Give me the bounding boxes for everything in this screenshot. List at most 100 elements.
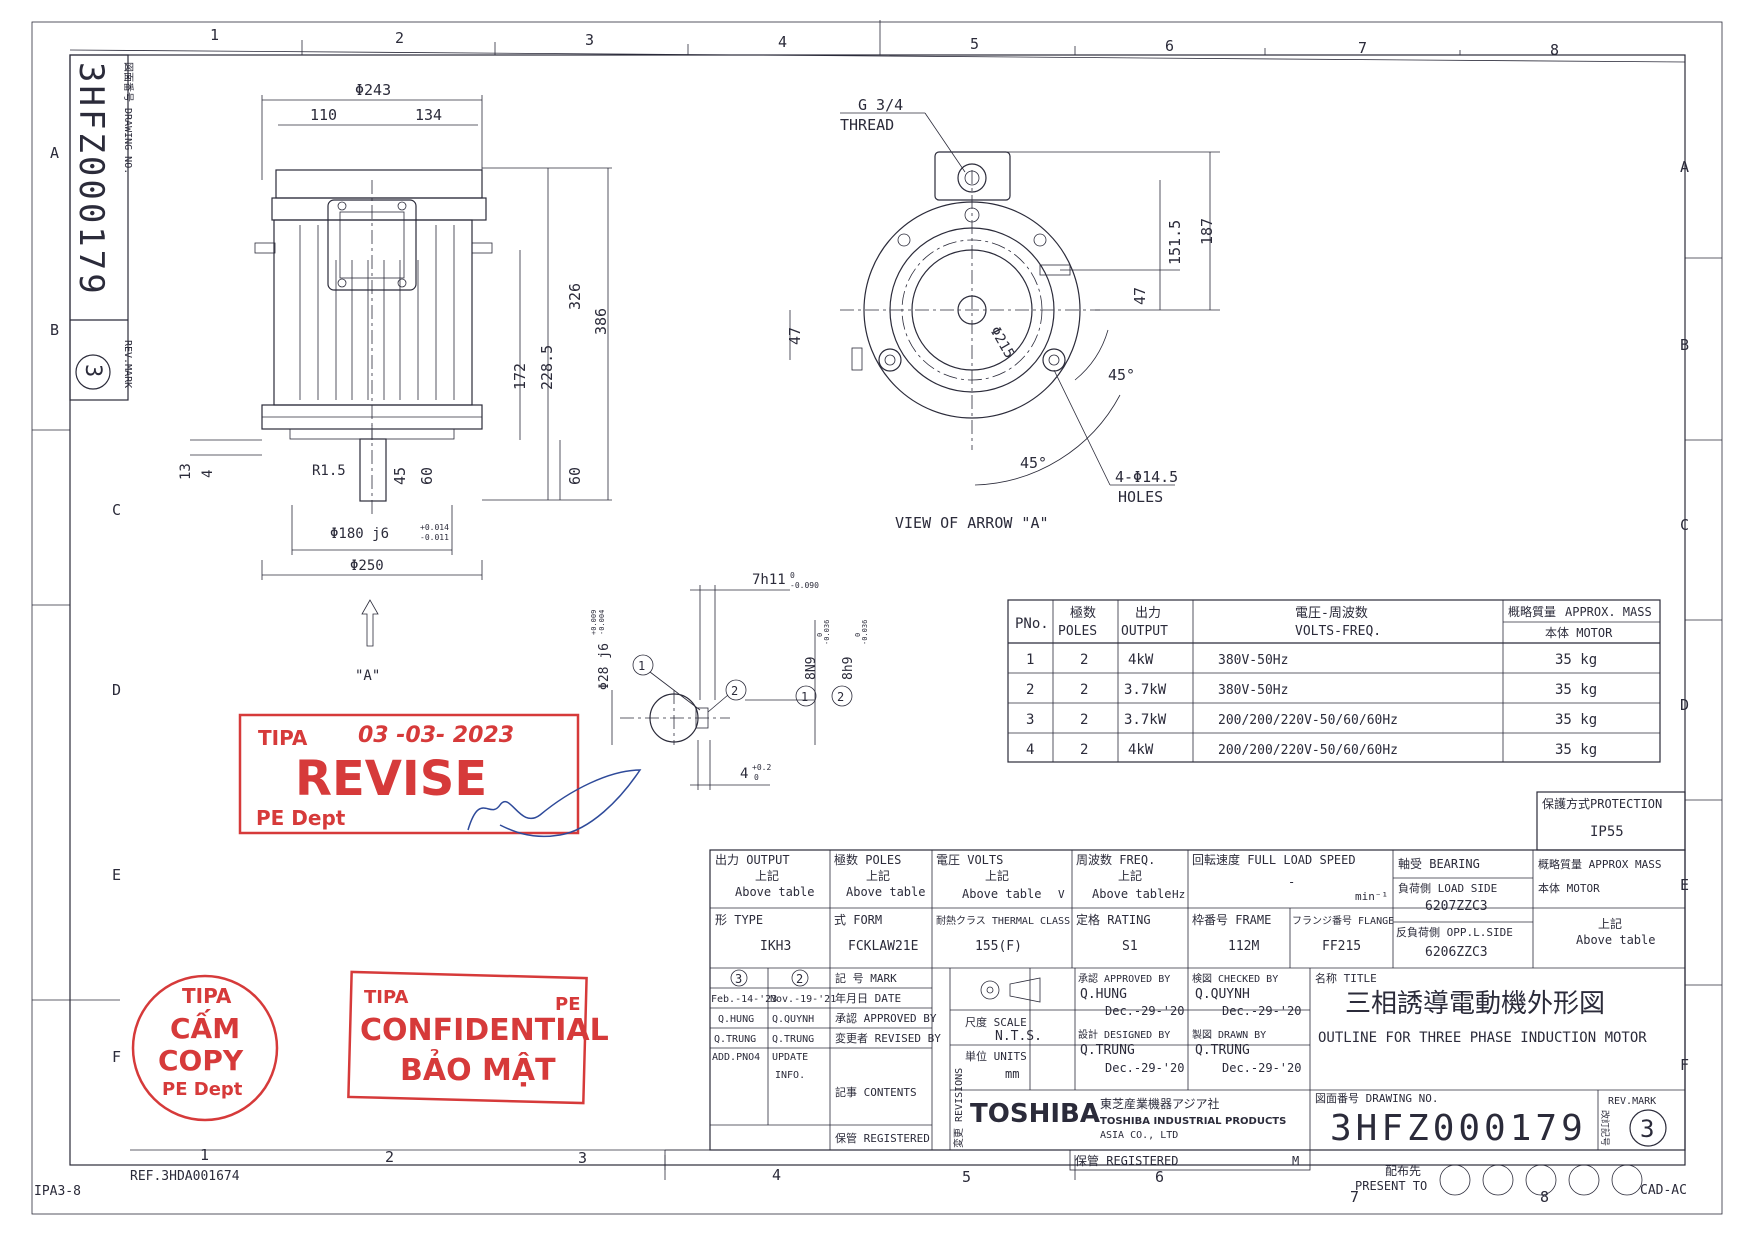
- slot-1-tol-top: 0: [816, 633, 824, 637]
- zone-right-a: A: [1680, 158, 1689, 176]
- mass-motor-label: 本体 MOTOR: [1538, 881, 1600, 895]
- volts-val2: Above table: [962, 887, 1041, 901]
- drawn-by-name: Q.TRUNG: [1195, 1043, 1250, 1058]
- rev3-date: Feb.-14-'23: [711, 994, 777, 1005]
- dwg-rev-value: 3: [1640, 1115, 1654, 1143]
- dim-spigot: Φ180 j6: [330, 526, 389, 542]
- angle-45-right: 45°: [1108, 366, 1135, 384]
- signature: [467, 769, 642, 837]
- zone-left-e: E: [112, 866, 121, 884]
- projection-symbol-icon: [980, 980, 1000, 1000]
- zone-left-c: C: [112, 501, 121, 519]
- mass-val1: 上記: [1598, 916, 1622, 931]
- drawn-by-date: Dec.-29-'20: [1222, 1061, 1301, 1075]
- checked-by-name: Q.QUYNH: [1195, 987, 1250, 1002]
- thread-label: THREAD: [840, 116, 894, 134]
- copy-stamp-l1: TIPA: [182, 984, 232, 1008]
- th-poles-jp: 極数: [1070, 605, 1096, 621]
- shaft-tol-top: +0.009: [590, 610, 598, 635]
- dim-47-right: 47: [1131, 287, 1149, 305]
- zone-top-1: 1: [210, 26, 219, 44]
- freq-label: 周波数 FREQ.: [1076, 852, 1155, 867]
- rev2-approved: Q.QUYNH: [772, 1014, 814, 1025]
- checked-by-label: 検図 CHECKED BY: [1192, 972, 1278, 985]
- poles-label: 極数 POLES: [834, 852, 901, 867]
- freq-unit: Hz: [1172, 888, 1185, 901]
- conf-line-1: CONFIDENTIAL: [360, 1013, 609, 1048]
- zone-bottom-4: 4: [772, 1166, 781, 1184]
- freq-val2: Above table: [1092, 887, 1171, 901]
- thermal-value: 155(F): [975, 939, 1022, 954]
- speed-val: -: [1288, 875, 1295, 889]
- row-3-pno: 3: [1026, 712, 1034, 728]
- output-label: 出力 OUTPUT: [715, 853, 790, 867]
- revise-stamp: TIPA 03 -03- 2023 REVISE PE Dept: [238, 713, 580, 835]
- rev3-approved: Q.HUNG: [718, 1014, 754, 1025]
- drawn-by-label: 製図 DRAWN BY: [1192, 1028, 1266, 1041]
- ref-number: REF.3HDA001674: [130, 1169, 240, 1184]
- row-4-pno: 4: [1026, 742, 1034, 758]
- no-copy-stamp: TIPA CẤM COPY PE Dept: [131, 974, 279, 1122]
- rev3-revised: Q.TRUNG: [714, 1034, 756, 1045]
- th-volts-jp: 電圧-周波数: [1295, 606, 1368, 621]
- footer: REF.3HDA001674 IPA3-8 CAD-AC: [34, 1169, 1687, 1199]
- table-row: 1 2 4kW 380V-50Hz 35 kg: [1026, 652, 1597, 668]
- zone-bottom-7: 7: [1350, 1188, 1359, 1206]
- revise-company: TIPA: [258, 726, 308, 750]
- dim-60-right: 60: [566, 467, 584, 485]
- company-en-1: TOSHIBA INDUSTRIAL PRODUCTS: [1100, 1116, 1286, 1127]
- title-block: 尺度 SCALE N.T.S. 単位 UNITS mm 承認 APPROVED …: [664, 968, 1685, 1196]
- dim-4: 4: [200, 470, 216, 478]
- dim-spigot-tol-top: +0.014: [420, 523, 449, 532]
- volts-label: 電圧 VOLTS: [936, 853, 1003, 867]
- zone-top-5: 5: [970, 35, 979, 53]
- units-label: 単位 UNITS: [965, 1049, 1027, 1063]
- zone-right-d: D: [1680, 696, 1689, 714]
- dwg-rev-label: REV.MARK: [1608, 1096, 1656, 1107]
- dim-d250: Φ250: [350, 558, 384, 574]
- confidential-stamp: TIPA PE CONFIDENTIAL BẢO MẬT: [347, 970, 609, 1105]
- zone-top-6: 6: [1165, 37, 1174, 55]
- row-3-output: 3.7kW: [1124, 712, 1167, 728]
- motor-front-view: 151.5 187 47 47 Φ215 45° 45° G 3/4 THREA…: [786, 96, 1220, 532]
- conf-line-2: BẢO MẬT: [400, 1049, 556, 1088]
- type-label: 形 TYPE: [715, 913, 763, 927]
- shaft-dia: Φ28 j6: [597, 643, 612, 690]
- th-poles-en: POLES: [1058, 624, 1097, 639]
- slot-2-tol-top: 0: [854, 633, 862, 637]
- th-pno: PNo.: [1015, 616, 1049, 632]
- zone-bottom-1: 1: [200, 1146, 209, 1164]
- slot-1-spec: 8N9: [804, 657, 819, 680]
- slot-1-marker: [632, 654, 654, 676]
- side-rev-circle: [75, 354, 111, 390]
- side-rev-mark: 3: [80, 364, 105, 377]
- dim-110: 110: [310, 106, 337, 124]
- depth: 4: [740, 766, 748, 782]
- type-value: IKH3: [760, 939, 791, 954]
- row-4-volts: 200/200/220V-50/60/60Hz: [1218, 743, 1398, 758]
- sheet-code: IPA3-8: [34, 1184, 81, 1199]
- th-mass-sub: 本体 MOTOR: [1545, 626, 1613, 640]
- revisions-side-label: 変更 REVISIONS: [952, 1068, 965, 1148]
- revision-table: 3 2 記 号 MARK Feb.-14-'23 Nov.-19-'21 年月日…: [710, 968, 965, 1150]
- row-1-volts: 380V-50Hz: [1218, 653, 1288, 668]
- row-3-volts: 200/200/220V-50/60/60Hz: [1218, 713, 1398, 728]
- slot-2-marker: [725, 679, 747, 701]
- dwg-no: 3HFZ000179: [1330, 1108, 1587, 1149]
- zone-right-b: B: [1680, 336, 1689, 354]
- title-en: OUTLINE FOR THREE PHASE INDUCTION MOTOR: [1318, 1030, 1647, 1046]
- slot-1-tol-bot: -0.036: [823, 620, 831, 645]
- copy-stamp-l2: CẤM: [170, 1007, 240, 1045]
- view-arrow-a: [361, 599, 379, 647]
- zone-left-f: F: [112, 1048, 121, 1066]
- volts-val1: 上記: [985, 868, 1009, 883]
- zone-labels-left: A B C D E F: [50, 144, 121, 1066]
- distribution-circle: [1439, 1164, 1471, 1196]
- row-3-mass: 35 kg: [1555, 712, 1597, 728]
- units-value: mm: [1005, 1067, 1019, 1081]
- dim-60-shaft: 60: [418, 467, 436, 485]
- row-2-output: 3.7kW: [1124, 682, 1167, 698]
- registered-label-2: 保管 REGISTERED: [1075, 1153, 1178, 1168]
- cad-label: CAD-AC: [1640, 1183, 1687, 1198]
